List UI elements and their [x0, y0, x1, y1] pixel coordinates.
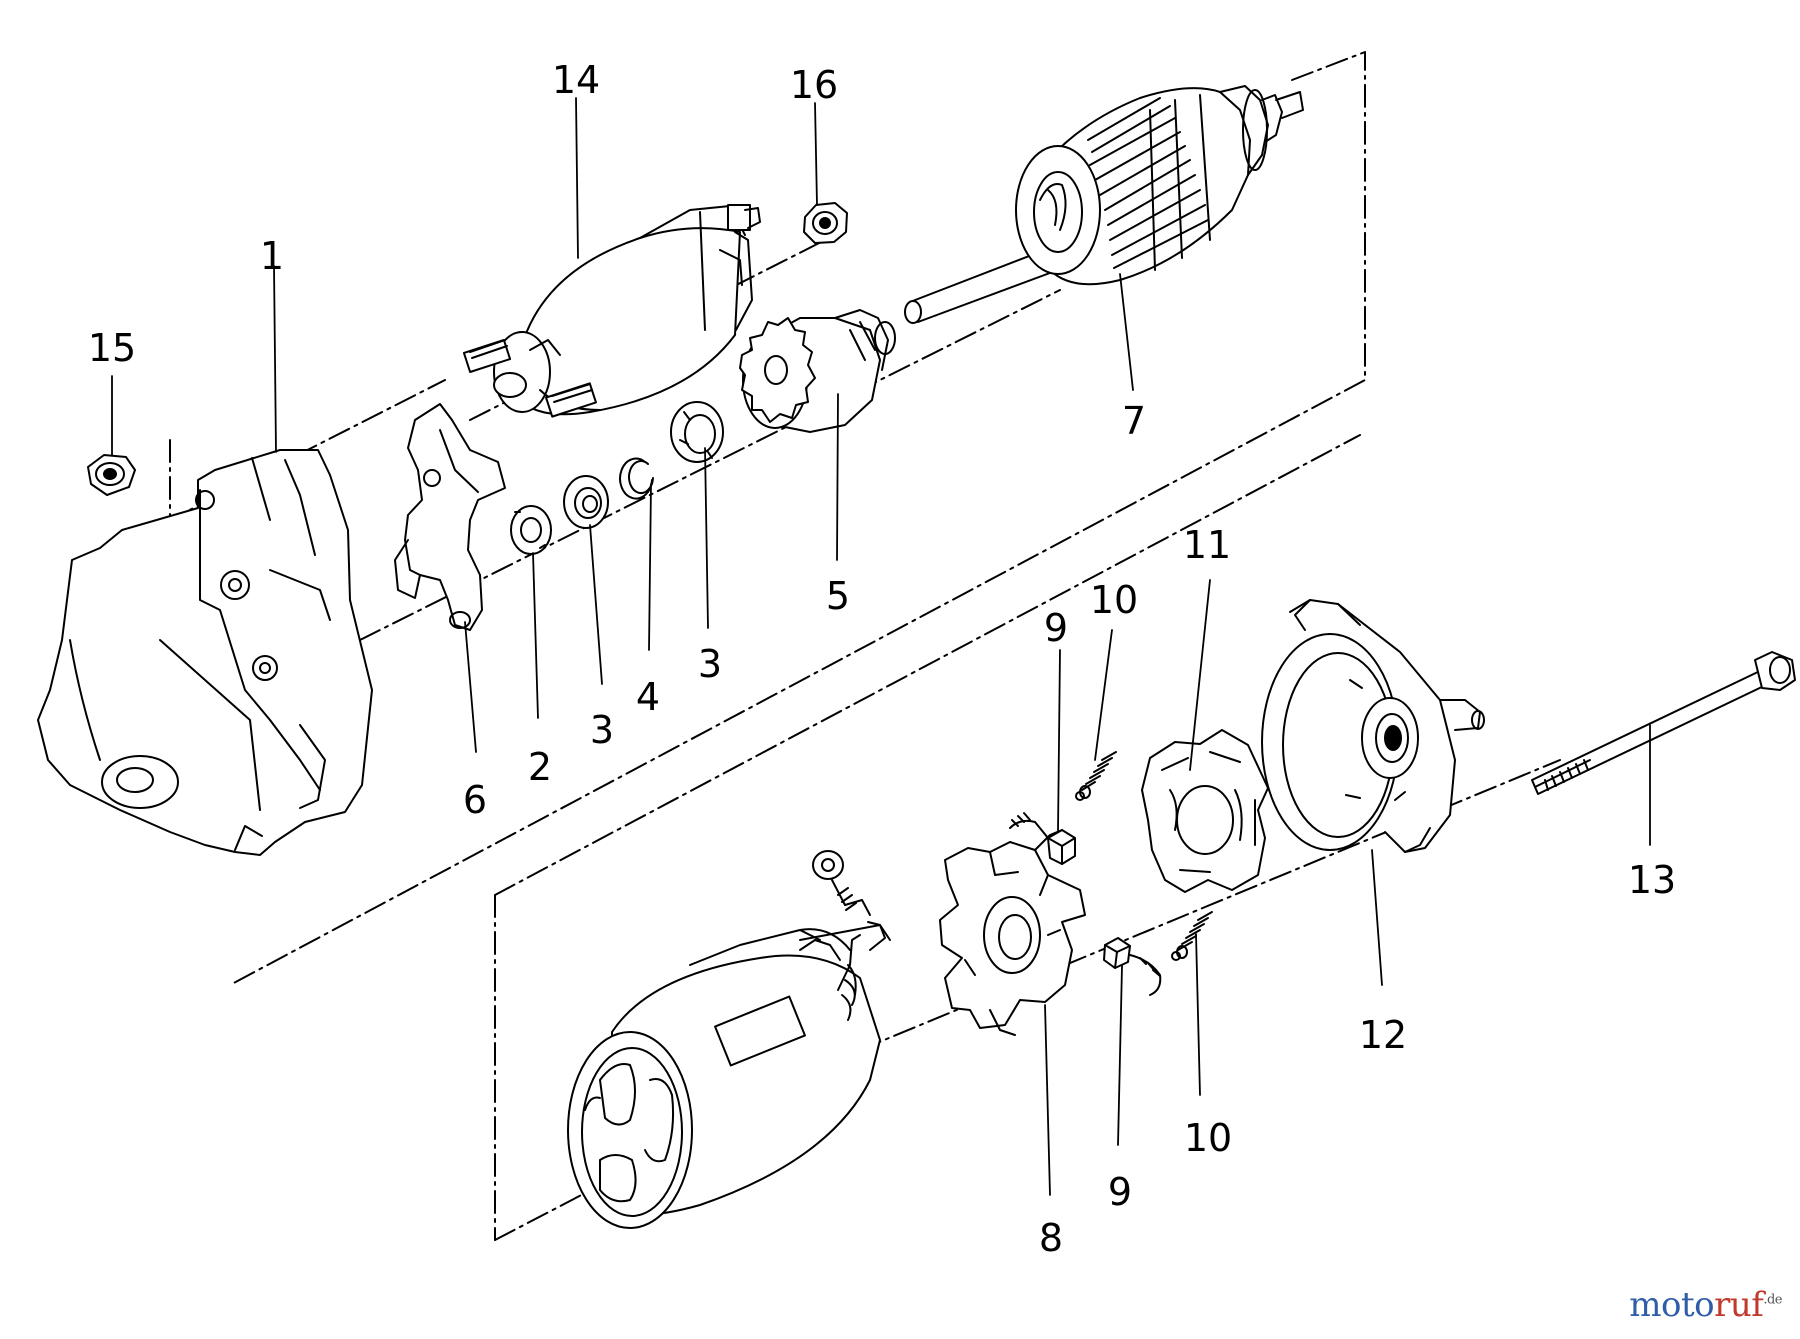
watermark-logo: motoruf.de	[1629, 1285, 1782, 1325]
leader-lines	[112, 98, 1650, 1195]
part-10-spring-lower	[1172, 912, 1212, 960]
callout-part-10: 10	[1089, 578, 1139, 622]
callout-part-9: 9	[1043, 606, 1069, 650]
part-3-washer-lower	[564, 476, 608, 528]
callout-part-8: 8	[1038, 1216, 1064, 1260]
watermark-part1: moto	[1629, 1285, 1715, 1325]
part-13-through-bolt	[1532, 652, 1795, 794]
callout-part-13: 13	[1627, 858, 1677, 902]
part-2-washer	[511, 506, 551, 554]
part-16-nut	[804, 203, 847, 243]
callout-part-10: 10	[1183, 1116, 1233, 1160]
part-6-shift-lever	[395, 404, 505, 630]
part-11-insulator-plate	[1142, 730, 1268, 892]
callout-part-11: 11	[1182, 523, 1232, 567]
callout-part-7: 7	[1121, 399, 1147, 443]
callout-part-14: 14	[551, 58, 601, 102]
callout-part-3: 3	[589, 708, 615, 752]
part-14-solenoid	[464, 205, 760, 417]
callout-part-1: 1	[259, 234, 285, 278]
part-15-nut	[88, 455, 135, 495]
callout-part-6: 6	[462, 778, 488, 822]
watermark-part2: ruf	[1714, 1285, 1764, 1325]
callout-part-9: 9	[1107, 1170, 1133, 1214]
part-5-pinion-clutch	[740, 310, 895, 432]
part-8-brush-holder	[940, 830, 1085, 1035]
part-4-snap-ring	[620, 459, 653, 499]
callout-part-12: 12	[1358, 1013, 1408, 1057]
part-10-spring-upper	[1076, 752, 1116, 800]
part-3-stop-collar	[671, 402, 723, 462]
field-frame-yoke	[568, 851, 890, 1228]
callout-part-2: 2	[527, 745, 553, 789]
part-7-armature	[905, 86, 1303, 323]
watermark-suffix: .de	[1763, 1292, 1782, 1308]
callout-part-5: 5	[825, 574, 851, 618]
callout-part-4: 4	[635, 675, 661, 719]
callout-part-16: 16	[789, 63, 839, 107]
part-12-end-frame	[1262, 600, 1484, 852]
callout-part-3: 3	[697, 642, 723, 686]
callout-part-15: 15	[87, 326, 137, 370]
part-9-brush-lower	[1104, 938, 1160, 995]
part-1-drive-housing	[38, 450, 372, 855]
